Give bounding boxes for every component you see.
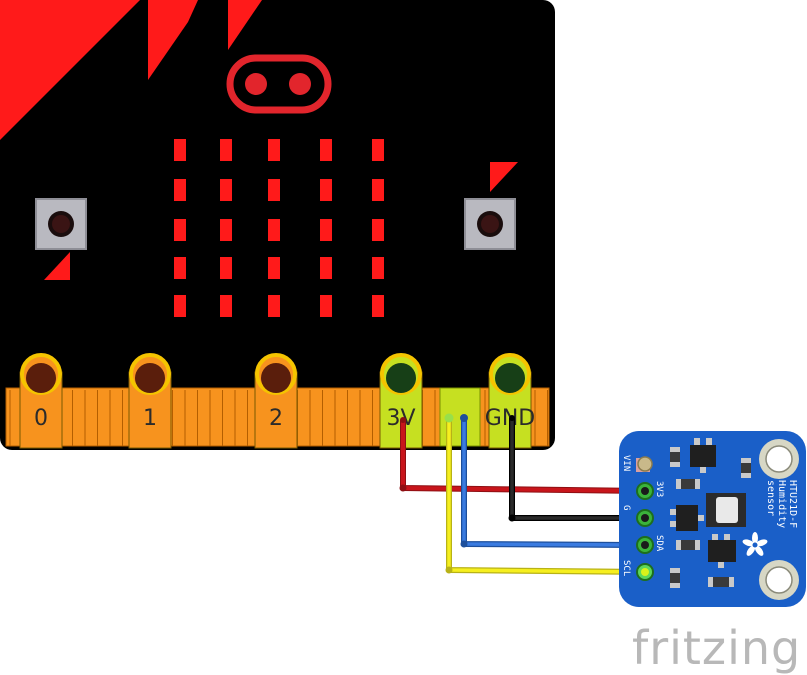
sensor-pin-label-3v3: 3V3 <box>654 481 664 497</box>
wire-scl[interactable] <box>444 413 646 575</box>
led-r2-c5 <box>372 179 384 201</box>
sensor-pin-label-sda: SDA <box>654 535 664 552</box>
sensor-type-label: Humidity <box>776 480 787 528</box>
pin-2[interactable]: 2 <box>254 353 298 449</box>
sensor-name-label: HTU21D-F <box>787 480 798 528</box>
fritzing-watermark: fritzing <box>632 621 801 675</box>
mounting-hole-top <box>759 439 799 479</box>
sensor-type-label-2: sensor <box>765 480 776 516</box>
pin-1[interactable]: 1 <box>128 353 172 449</box>
sensor-pin-vin[interactable] <box>637 456 653 472</box>
led-r3-c5 <box>372 219 384 241</box>
pin-0[interactable]: 0 <box>19 353 63 449</box>
button-b-arrow-icon <box>490 162 518 192</box>
led-r5-c5 <box>372 295 384 317</box>
button-b[interactable] <box>464 198 516 250</box>
wires <box>399 413 646 575</box>
led-r3-c3 <box>268 219 280 241</box>
led-r2-c3 <box>268 179 280 201</box>
led-r1-c2 <box>220 139 232 161</box>
led-r1-c4 <box>320 139 332 161</box>
pin-label: 1 <box>143 406 157 431</box>
led-r1-c5 <box>372 139 384 161</box>
led-matrix <box>174 139 384 317</box>
button-a[interactable] <box>35 198 87 250</box>
pin-label: 0 <box>34 406 48 431</box>
led-r4-c2 <box>220 257 232 279</box>
smd-components <box>636 438 751 588</box>
led-r5-c2 <box>220 295 232 317</box>
button-a-arrow-icon <box>44 252 70 280</box>
led-r1-c1 <box>174 139 186 161</box>
led-r5-c1 <box>174 295 186 317</box>
led-r4-c3 <box>268 257 280 279</box>
led-r5-c4 <box>320 295 332 317</box>
adafruit-logo-icon <box>742 532 768 556</box>
led-r2-c2 <box>220 179 232 201</box>
pin-gnd[interactable]: GND <box>485 353 535 449</box>
sensor-pin-label-vin: VIN <box>621 455 631 471</box>
wire-sda[interactable] <box>460 414 646 548</box>
sensor-pin-label-g: G <box>621 505 631 510</box>
mounting-hole-bottom <box>759 560 799 600</box>
wire-gnd[interactable] <box>508 415 646 522</box>
sensor-pin-label-scl: SCL <box>621 560 631 576</box>
led-r5-c3 <box>268 295 280 317</box>
led-r4-c4 <box>320 257 332 279</box>
sensor-header-pins <box>636 456 654 581</box>
led-r2-c1 <box>174 179 186 201</box>
led-r4-c5 <box>372 257 384 279</box>
led-r3-c4 <box>320 219 332 241</box>
microbit-board: 0123VGND <box>0 0 555 450</box>
microbit-logo-icon <box>226 54 332 114</box>
led-r3-c1 <box>174 219 186 241</box>
htu21d-sensor-board: HTU21D-F Humidity sensor VIN 3V3 G SDA S… <box>619 431 806 607</box>
led-r4-c1 <box>174 257 186 279</box>
led-r2-c4 <box>320 179 332 201</box>
led-r1-c3 <box>268 139 280 161</box>
led-r3-c2 <box>220 219 232 241</box>
wire-3v[interactable] <box>399 417 646 494</box>
pin-label: 2 <box>269 406 283 431</box>
